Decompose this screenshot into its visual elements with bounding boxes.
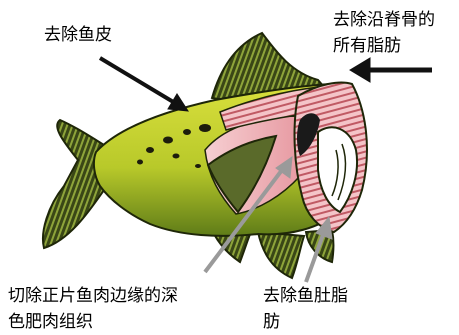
arrow-remove-skin — [100, 58, 188, 111]
label-trim-dark-meat-line2: 色肥肉组织 — [8, 309, 178, 335]
anal-fin — [258, 232, 304, 278]
label-remove-skin: 去除鱼皮 — [44, 22, 112, 48]
label-remove-spine-fat: 去除沿脊骨的 所有脂肪 — [333, 7, 435, 59]
label-remove-skin-text: 去除鱼皮 — [44, 22, 112, 48]
arrow-remove-spine-fat — [350, 58, 432, 82]
label-remove-belly-fat: 去除鱼肚脂 肪 — [263, 283, 348, 335]
label-trim-dark-meat-line1: 切除正片鱼肉边缘的深 — [8, 283, 178, 309]
label-remove-belly-fat-line1: 去除鱼肚脂 — [263, 283, 348, 309]
label-remove-spine-fat-line2: 所有脂肪 — [333, 33, 435, 59]
label-trim-dark-meat: 切除正片鱼肉边缘的深 色肥肉组织 — [8, 283, 178, 335]
label-remove-belly-fat-line2: 肪 — [263, 309, 348, 335]
label-remove-spine-fat-line1: 去除沿脊骨的 — [333, 7, 435, 33]
